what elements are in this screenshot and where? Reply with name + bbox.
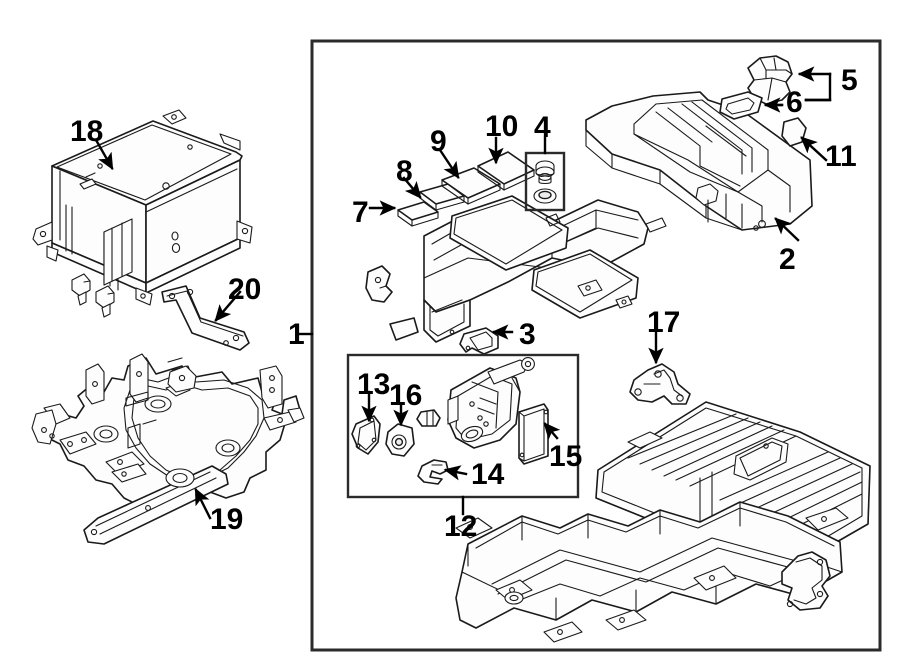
sub-assembly-frame (346, 353, 580, 516)
callout-6-seal: 6 (786, 86, 803, 119)
part-14-retainer-clip (417, 459, 449, 485)
callout-19-support-frame: 19 (210, 503, 244, 536)
callout-15-shield: 15 (549, 440, 583, 473)
loose-plate-below-duct (389, 317, 419, 341)
part-18-inverter-control-module (32, 109, 253, 318)
leader-8 (402, 176, 422, 199)
part-20-stay-bracket (161, 285, 250, 351)
callout-8-pad: 8 (396, 155, 413, 188)
part-3-wire-clamp (459, 327, 499, 355)
callout-11-plug: 11 (825, 140, 857, 173)
leader-19 (194, 487, 212, 520)
callout-17-bracket: 17 (647, 306, 681, 339)
part-7-insulation-pad-small (397, 201, 439, 227)
battery-lower-tray (455, 501, 849, 643)
callout-14-retainer: 14 (471, 458, 505, 491)
part-17-mount-bracket (629, 363, 691, 405)
callout-5-grommet-set: 5 (841, 64, 858, 97)
part-4-bolt-washer-kit (524, 136, 566, 212)
part-16-bushing (385, 423, 415, 457)
part-5-grommet (747, 55, 793, 105)
junction-box-body (447, 357, 535, 449)
callout-3-clamp: 3 (519, 318, 536, 351)
callout-20-stay-bracket: 20 (228, 273, 262, 306)
callout-7-pad-small: 7 (352, 196, 369, 229)
leader-5 (797, 66, 832, 102)
callout-2-battery-cover: 2 (779, 243, 796, 276)
callout-12-sub-assembly: 12 (444, 510, 478, 543)
leader-2 (774, 217, 800, 242)
callout-16-bushing: 16 (389, 379, 423, 412)
leader-14 (443, 465, 468, 481)
small-insulator (416, 409, 441, 427)
part-13-cover-plate (351, 415, 381, 455)
callout-4-bolt-kit: 4 (534, 111, 551, 144)
part-2-battery-cover (585, 91, 813, 231)
part-15-shield-plate (518, 403, 549, 465)
callout-18-inverter-module: 18 (70, 115, 104, 148)
callout-1-main-assembly: 1 (288, 318, 305, 351)
leader-11 (800, 136, 828, 162)
part-19-support-frame (31, 353, 305, 545)
leader-9 (438, 148, 460, 179)
part-6-oval-seal (719, 91, 763, 120)
center-duct (423, 195, 667, 343)
main-assembly-frame (310, 39, 882, 652)
callout-9-pad-medium: 9 (430, 125, 447, 158)
leader-18 (94, 138, 114, 171)
leader-20 (214, 290, 242, 322)
loose-bracket-right (781, 551, 831, 611)
leader-6 (763, 97, 832, 113)
loose-bracket-left (365, 265, 393, 303)
callout-13-cover-plate: 13 (357, 368, 391, 401)
leader-15 (543, 422, 561, 440)
callout-10-pad-large: 10 (485, 110, 519, 143)
